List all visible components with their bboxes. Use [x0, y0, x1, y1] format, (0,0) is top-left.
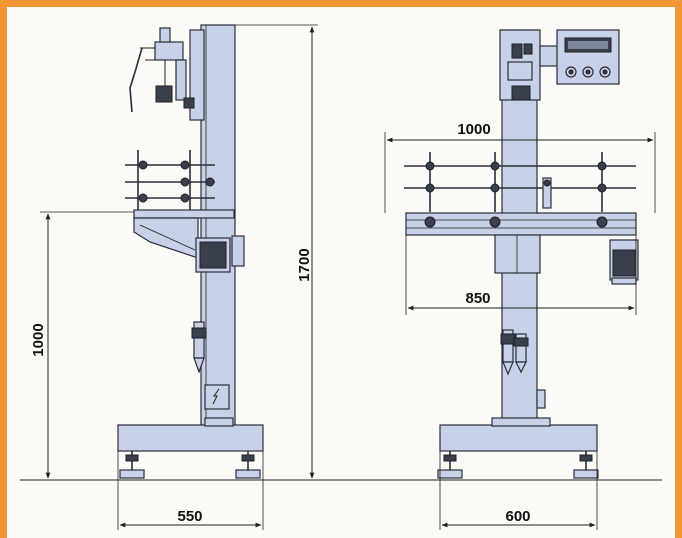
side-view: 1700 1000 550	[30, 24, 318, 530]
dim-width-front: 600	[505, 508, 530, 525]
front-view: 1000 850 600	[384, 29, 656, 530]
dim-height-table: 1000	[30, 323, 47, 356]
side-base	[117, 424, 264, 452]
dim-width-conveyor-bottom: 850	[465, 290, 490, 307]
paper-background	[7, 7, 675, 538]
dim-height-total: 1700	[296, 248, 313, 281]
dim-width-side: 550	[177, 508, 202, 525]
front-base	[439, 424, 598, 452]
dim-width-conveyor-top: 1000	[457, 121, 490, 138]
